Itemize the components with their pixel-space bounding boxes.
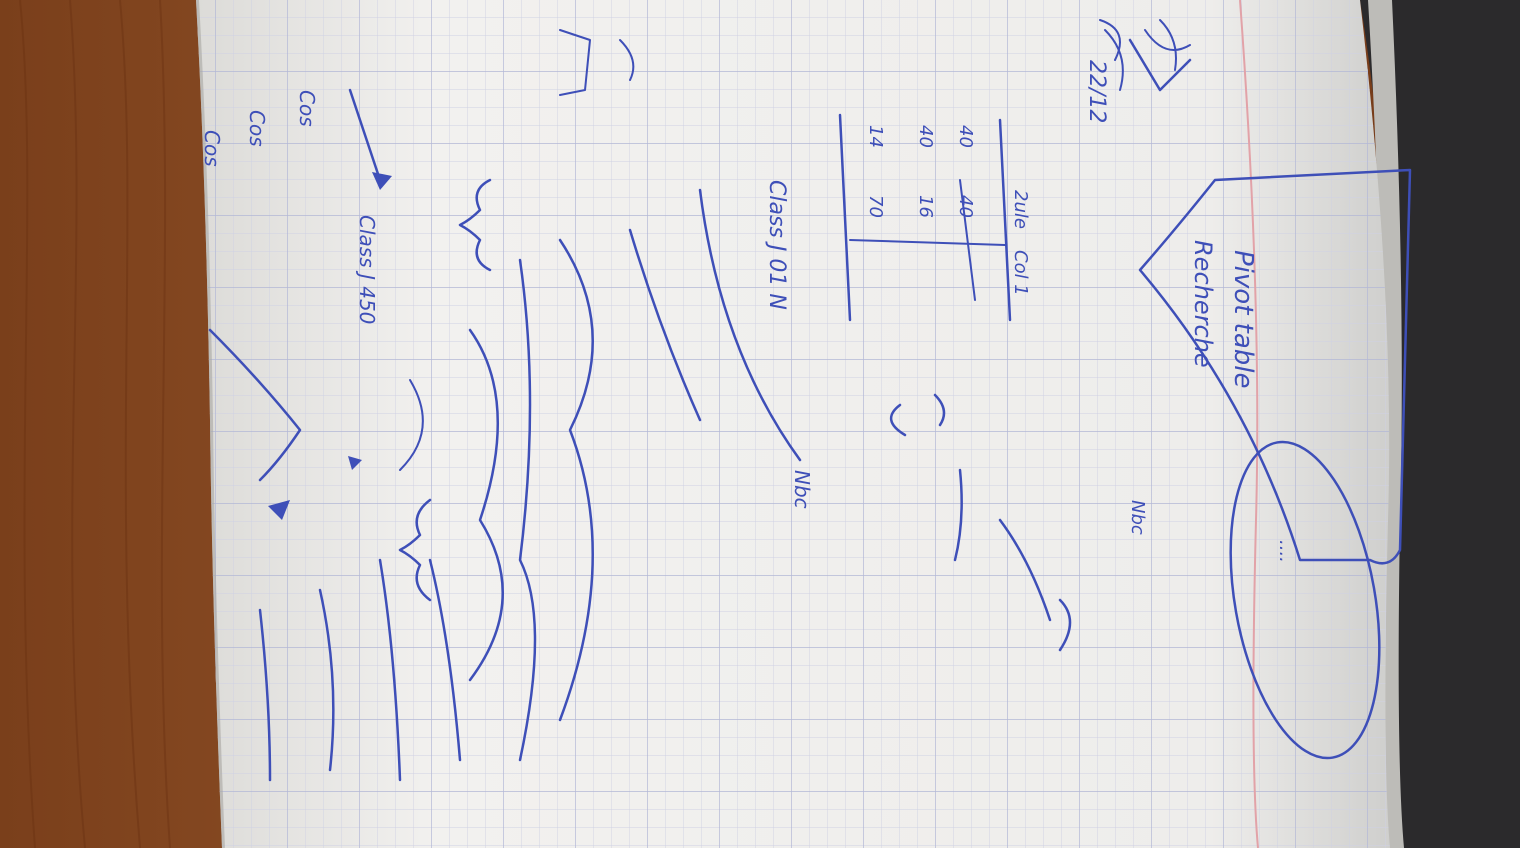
notebook-page: [196, 0, 1390, 848]
svg-text:14: 14: [865, 125, 886, 148]
formula-2-text: Class J 450: [355, 215, 379, 324]
formula-1-text: Class J 01 N: [764, 180, 789, 310]
svg-text:70: 70: [865, 195, 886, 218]
frame-box: [1138, 168, 1412, 565]
oval-text: ....: [1275, 540, 1296, 563]
margin-line: [1239, 0, 1259, 848]
svg-text:2ule: 2ule: [1010, 190, 1031, 229]
handwriting: 22/12 Pivot table Recherche .... Nbc 2ul…: [200, 19, 1412, 782]
notebook-cover: [1360, 0, 1520, 848]
nbc-label: Nbc: [1127, 500, 1148, 535]
cos-text-1: Cos: [295, 90, 319, 127]
line-b-text: Recherche: [1189, 240, 1217, 368]
oval-mark: [1229, 440, 1381, 760]
svg-text:40: 40: [955, 195, 976, 218]
cos-text-3: Cos: [200, 130, 224, 167]
line-a-text: Pivot table: [1228, 250, 1258, 389]
date-text: 22/12: [1084, 60, 1109, 123]
table-sketch: 2ule Col 1 40 40 40 16 14 70: [838, 113, 1031, 322]
svg-text:40: 40: [915, 125, 936, 148]
nbc-text: Nbc: [790, 470, 814, 509]
svg-text:16: 16: [915, 195, 936, 218]
svg-text:40: 40: [955, 125, 976, 148]
svg-text:Col 1: Col 1: [1010, 250, 1031, 296]
cos-text-2: Cos: [245, 110, 269, 147]
